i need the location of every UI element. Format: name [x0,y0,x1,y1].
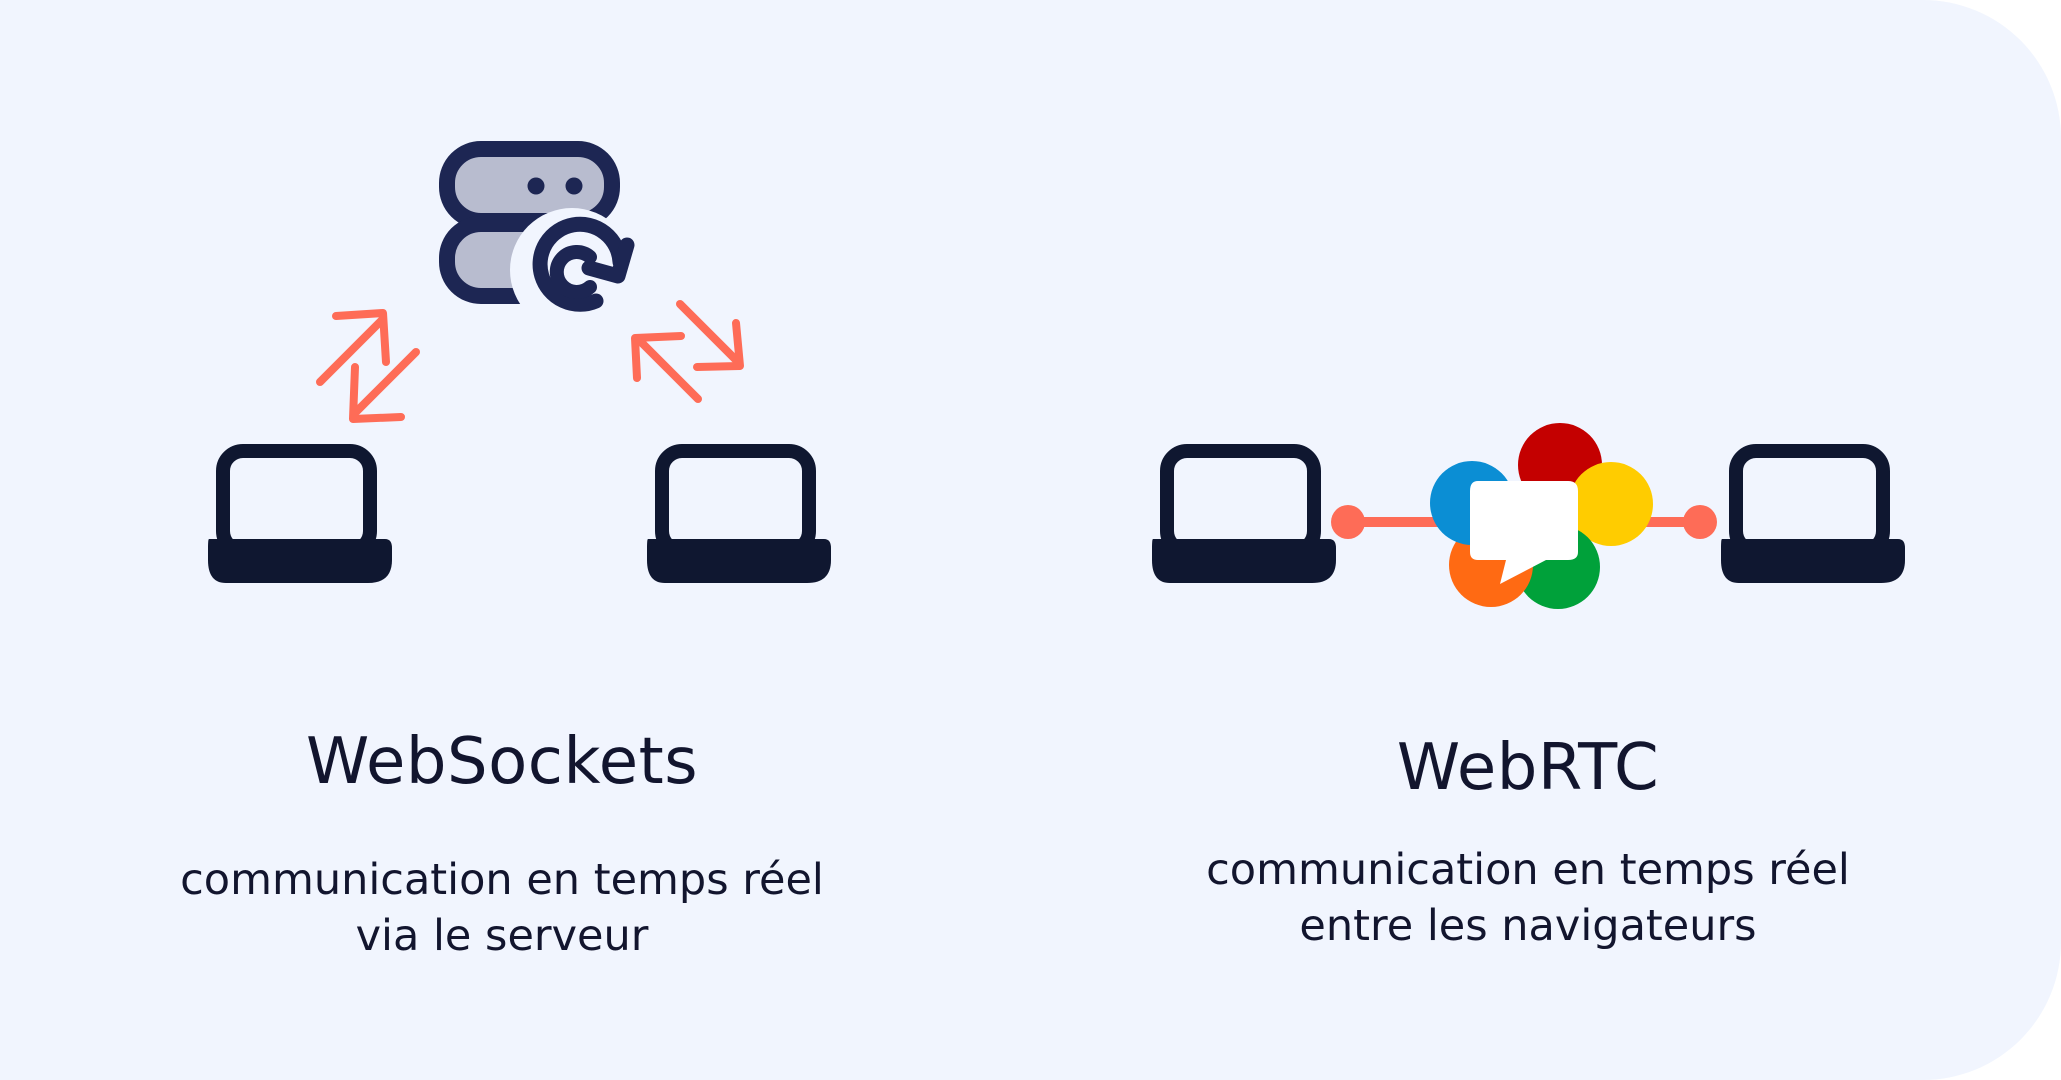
webrtc-title: WebRTC [1396,731,1660,805]
websockets-description-line: communication en temps réel [180,855,824,905]
webrtc-logo-icon [1430,423,1653,609]
laptop-icon [1152,444,1336,583]
laptop-icon [1721,444,1905,583]
webrtc-description: communication en temps réel entre les na… [1078,842,1978,954]
bidirectional-arrows-icon [316,309,420,423]
bidirectional-arrows-icon [631,300,744,403]
websockets-title: WebSockets [305,725,699,799]
webrtc-description-line: entre les navigateurs [1299,901,1757,951]
laptop-icon [647,444,831,583]
server-refresh-icon [439,141,635,332]
websockets-description: communication en temps réel via le serve… [52,852,952,964]
webrtc-description-line: communication en temps réel [1206,845,1850,895]
websockets-description-line: via le serveur [355,911,649,961]
laptop-icon [208,444,392,583]
